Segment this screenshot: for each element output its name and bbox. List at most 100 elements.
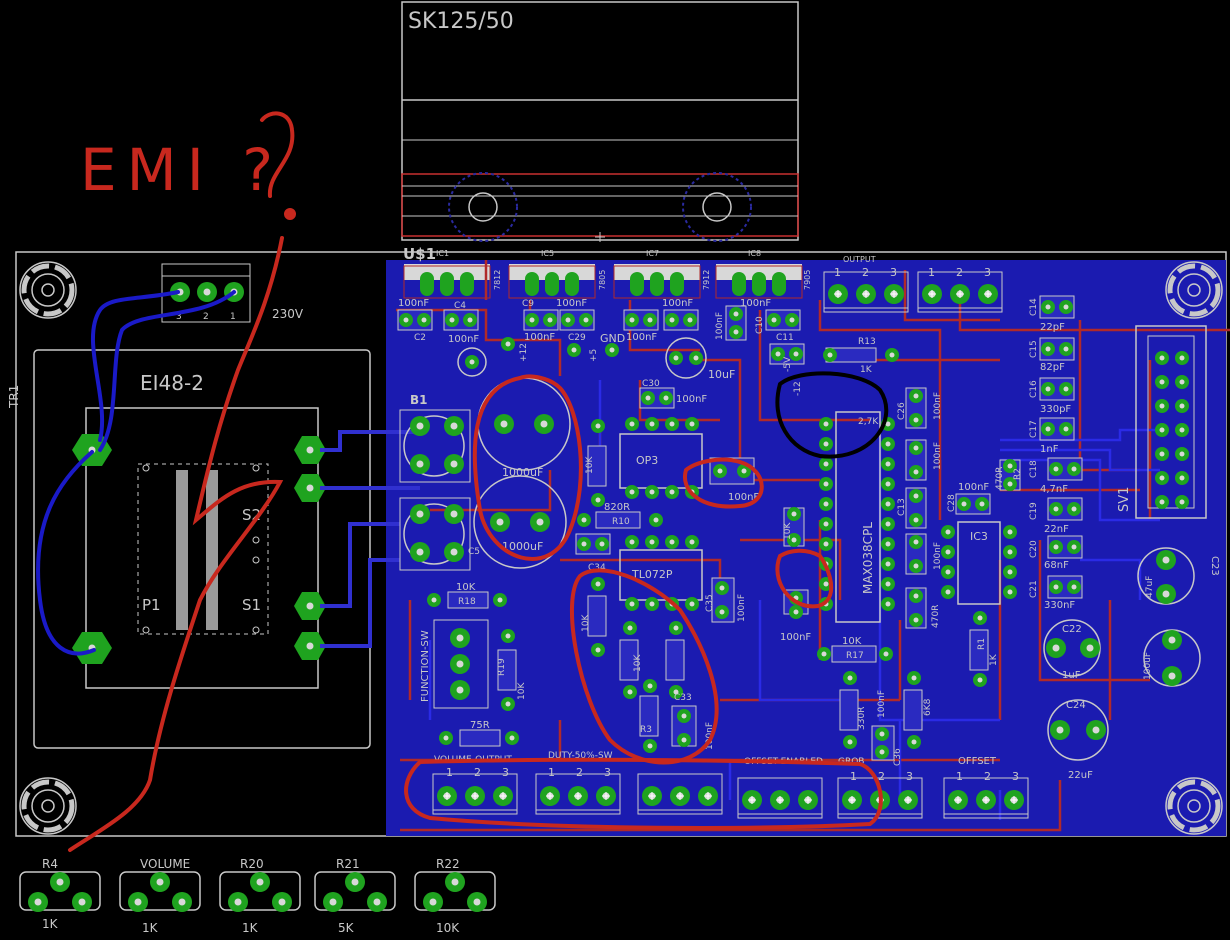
sv1-header[interactable] [1135,325,1207,519]
potentiometer-r21[interactable] [315,872,395,912]
component-ref: C36 [893,748,903,766]
ic-ref: MAX038CPL [861,522,875,594]
annotation-emi-text: EMI ? [80,136,283,204]
component-ref: C14 [1029,298,1039,316]
electrolytic-caps-right [1043,547,1201,761]
pin-number: 3 [984,266,991,279]
component-ref: R18 [458,597,476,607]
resistors-mid [427,419,755,753]
pin-number: 3 [906,770,913,783]
board-name: U$1 [403,245,436,263]
component-value: 10K [581,614,591,632]
regulator-type: 7812 [493,270,502,290]
pot-ref: R21 [336,857,360,871]
component-ref: C24 [1066,700,1086,711]
regulator-ref: IC1 [436,249,449,258]
pot-ref: R22 [436,857,460,871]
component-value: 100nF [933,392,943,420]
pot-value: 1K [42,917,59,931]
regulator-ref: IC5 [541,249,554,258]
potentiometer-volume[interactable] [120,872,200,912]
pot-value: 1K [242,921,259,935]
component-value: 1K [860,365,873,375]
small-caps-top [397,305,805,409]
copper-pour [386,260,1226,836]
bottom-layer-traces [428,380,1160,820]
annotation-black-circle [775,371,889,459]
component-value: 22nF [1044,524,1069,535]
component-ref: C23 [1209,556,1220,576]
component-ref: C34 [588,563,606,573]
component-value: 470R [931,605,941,628]
max038-ic [819,411,895,623]
component-ref: C17 [1029,420,1039,438]
connector-label: FUNCTION-SW [420,630,431,702]
transformer-bottom-traces [320,430,420,648]
transformer-ref-label: TR1 [7,385,21,409]
pin-number: 1 [956,770,963,783]
regulator-type: 7805 [598,270,607,290]
component-ref: C35 [705,594,715,612]
component-value: 10K [456,582,476,593]
mounting-hole [20,778,76,834]
component-value: 10uF [708,368,735,381]
potentiometer-r4[interactable] [20,872,100,912]
header-label: SV1 [1117,487,1132,512]
component-value: 22pF [1040,322,1065,333]
heatsink-outline [401,1,799,242]
component-value: 10K [633,654,643,672]
component-value: 100nF [626,332,657,343]
component-value: 1K [989,653,999,666]
component-ref: R17 [846,651,864,661]
component-value: 100nF [524,332,555,343]
component-ref: C11 [776,333,794,343]
potentiometer-r22[interactable] [415,872,495,912]
ic-ref: IC3 [970,530,988,543]
potentiometer-r20[interactable] [220,872,300,912]
pin-number: 1 [446,766,453,779]
component-value: 330nF [1044,600,1075,611]
component-value: 10K [585,456,595,474]
voltage-label: 230V [272,307,304,321]
component-value: 100nF [715,312,725,340]
pin-number: 2 [984,770,991,783]
pot-value: 1K [142,921,159,935]
transformer-pads [72,434,326,664]
component-value: 100nF [662,298,693,309]
caps-near-max038 [783,347,1021,761]
pin-number: 1 [548,766,555,779]
component-value: 100nF [556,298,587,309]
component-ref: C15 [1029,340,1039,358]
component-value: 1nF [1040,444,1059,455]
component-ref: R10 [612,517,630,527]
regulator-type: 7912 [702,270,711,290]
component-value: 100nF [780,632,811,643]
pin-number: 3 [604,766,611,779]
pot-value: 5K [338,921,355,935]
pin-label-p1: P1 [142,596,161,614]
regulator-type: 7905 [803,270,812,290]
net-label: -12 [793,381,803,396]
component-value: 100nF [676,394,707,405]
component-ref: B1 [410,393,428,407]
pin-number: 3 [1012,770,1019,783]
component-value: 1000uF [502,466,543,479]
component-value: 100nF [933,542,943,570]
component-ref: C5 [468,547,480,557]
pot-value: 10K [436,921,460,935]
component-value: 47uF [1145,576,1155,598]
component-ref: C20 [1029,540,1039,558]
component-value: 100nF [448,334,479,345]
pot-ref: R20 [240,857,264,871]
component-value: 22uF [1068,770,1093,781]
component-value: 100nF [728,492,759,503]
function-switch-connector[interactable] [433,619,489,709]
pin-number: 2 [956,266,963,279]
transformer-core-label: EI48-2 [140,371,204,395]
component-value: 82pF [1040,362,1065,373]
component-value: 10K [842,636,862,647]
component-value: 100nF [398,298,429,309]
component-ref: C13 [897,498,907,516]
component-value: 820R [604,502,630,513]
